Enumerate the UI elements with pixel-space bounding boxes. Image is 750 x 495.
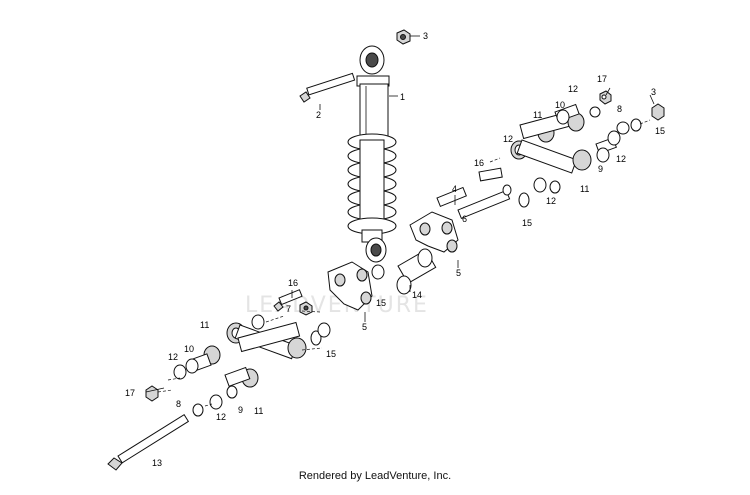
- sleeve-14: [396, 248, 437, 295]
- callout-7: 7: [286, 304, 291, 314]
- callout-15a: 15: [655, 126, 665, 136]
- callout-2: 2: [316, 110, 321, 120]
- callout-8b: 8: [176, 399, 181, 409]
- callout-4: 4: [452, 184, 457, 194]
- callout-12e: 12: [168, 352, 178, 362]
- callout-11a: 11: [533, 110, 542, 120]
- callout-6: 6: [462, 214, 467, 224]
- callout-15b: 15: [522, 218, 532, 228]
- washer-15-center: [371, 264, 385, 280]
- callout-9b: 9: [238, 405, 243, 415]
- linkage-left: [145, 314, 331, 417]
- callout-12f: 12: [216, 412, 226, 422]
- shock-absorber: [347, 45, 397, 263]
- callout-14: 14: [412, 290, 422, 300]
- callout-3: 3: [423, 31, 428, 41]
- linkage-right: [510, 90, 665, 208]
- callout-11c: 11: [200, 320, 209, 330]
- callout-1: 1: [400, 92, 405, 102]
- callout-5b: 5: [362, 322, 367, 332]
- bolt-13: [107, 413, 190, 471]
- callout-12d: 12: [546, 196, 556, 206]
- bolt-2: [299, 72, 356, 103]
- callout-12b: 12: [503, 134, 513, 144]
- callout-3b: 3: [651, 87, 656, 97]
- callout-9a: 9: [598, 164, 603, 174]
- pivot-rods: [436, 167, 512, 219]
- callout-10b: 10: [184, 344, 194, 354]
- callout-8a: 8: [617, 104, 622, 114]
- callout-15c: 15: [376, 298, 386, 308]
- callout-11b: 11: [580, 184, 589, 194]
- callout-15d: 15: [326, 349, 336, 359]
- callout-13: 13: [152, 458, 162, 468]
- bracket-5-upper: [409, 211, 459, 253]
- callout-12a: 12: [568, 84, 578, 94]
- callout-5a: 5: [456, 268, 461, 278]
- callout-16b: 16: [288, 278, 298, 288]
- callout-11d: 11: [254, 406, 263, 416]
- callout-16a: 16: [474, 158, 484, 168]
- callout-17a: 17: [597, 74, 607, 84]
- callout-17b: 17: [125, 388, 135, 398]
- bracket-5-lower: [327, 261, 373, 311]
- bolt-16-left: [278, 289, 303, 306]
- callout-12c: 12: [616, 154, 626, 164]
- footer-credit: Rendered by LeadVenture, Inc.: [298, 470, 452, 482]
- callout-10a: 10: [555, 100, 565, 110]
